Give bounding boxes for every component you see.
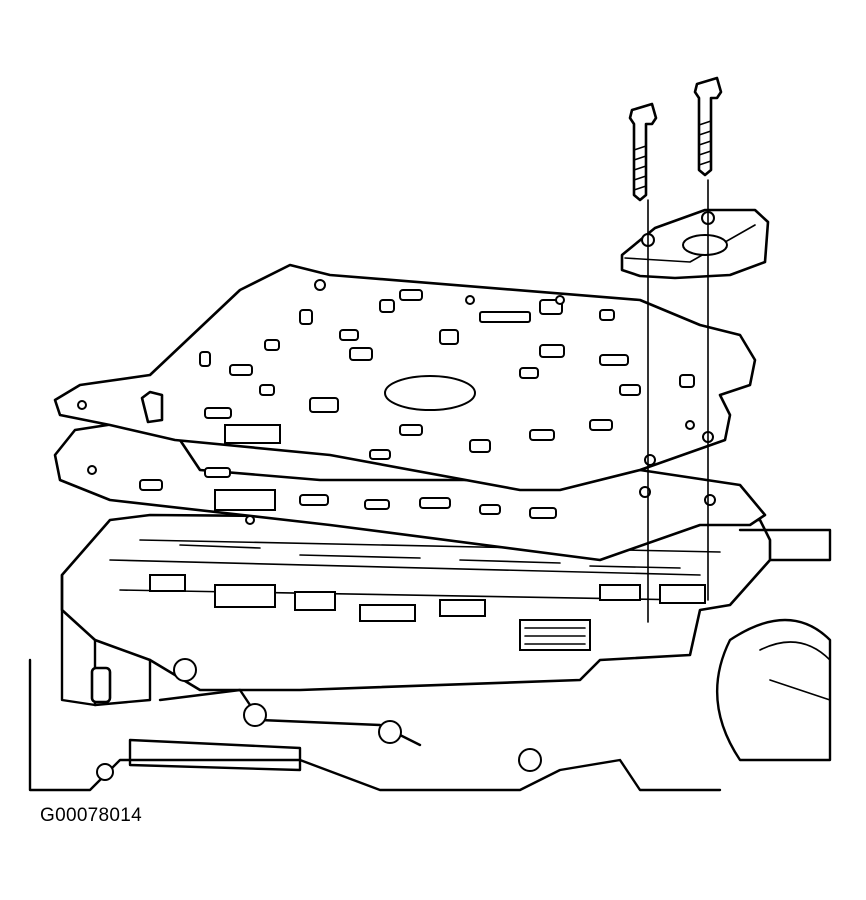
case-bolt-heads <box>96 658 542 781</box>
valve-body-casting <box>28 513 832 792</box>
spacer-plate-ports <box>77 279 714 466</box>
retaining-bolts <box>628 76 723 202</box>
spacer-plate <box>53 263 757 492</box>
alignment-lines <box>647 179 709 623</box>
lower-gasket-ports <box>87 465 716 525</box>
retainer-bracket <box>620 208 770 280</box>
lower-gasket <box>53 418 767 562</box>
figure-code: G00078014 <box>40 805 143 826</box>
